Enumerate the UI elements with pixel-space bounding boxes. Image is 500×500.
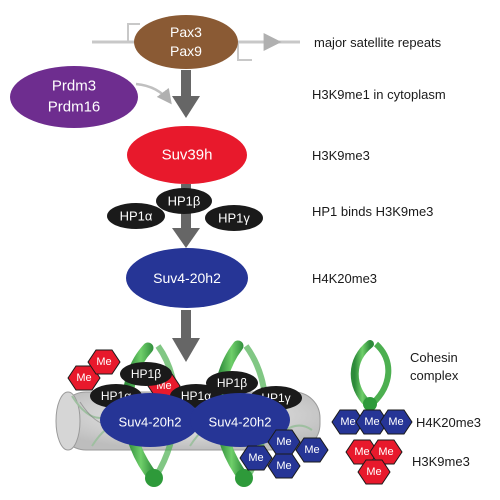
node-label: Me: [248, 452, 263, 464]
pax9-label: Pax9: [170, 43, 202, 59]
me-red-hex: Me: [67, 365, 101, 391]
prdm16-label: Prdm16: [48, 99, 101, 116]
node-label: Me: [388, 416, 403, 428]
h3k9me3-step-label: H3K9me3: [312, 148, 370, 163]
legend-h4k20me3-icon: Me Me Me: [331, 409, 413, 435]
node-label: HP1β: [168, 194, 201, 209]
hp1-beta-scene-right: HP1β: [206, 371, 258, 395]
h4k20me3-step-label: H4K20me3: [312, 271, 377, 286]
node-label: HP1γ: [218, 211, 250, 226]
suv420h2-node: Suv4-20h2: [126, 248, 248, 308]
node-label: HP1α: [181, 389, 211, 403]
node-label: Suv4-20h2: [209, 415, 272, 430]
node-label: Me: [364, 416, 379, 428]
legend-cohesin-icon: [350, 340, 392, 411]
hp1-binds-label: HP1 binds H3K9me3: [312, 204, 433, 219]
me-blue-hex: Me: [267, 453, 301, 479]
major-satellite-label: major satellite repeats: [314, 35, 442, 50]
hp1-beta-node: HP1β: [156, 188, 212, 214]
legend-h4k20me3-label: H4K20me3: [416, 415, 481, 430]
me-red-hex: Me: [87, 349, 121, 375]
node-label: Me: [354, 446, 369, 458]
suv39h-label: Suv39h: [162, 147, 213, 164]
node-label: Me: [276, 460, 291, 472]
node-label: Me: [304, 444, 319, 456]
legend-cohesin-line1: Cohesin: [410, 350, 458, 365]
node-label: Me: [366, 466, 381, 478]
node-label: Suv4-20h2: [119, 415, 182, 430]
hp1-alpha-node: HP1α: [107, 203, 165, 229]
node-label: HP1β: [131, 367, 161, 381]
pax3-pax9-node: Pax3 Pax9: [134, 15, 238, 69]
arrow-pax-to-suv39h: [172, 70, 200, 118]
suv39h-node: Suv39h: [127, 126, 247, 184]
pax3-label: Pax3: [170, 24, 202, 40]
arrow-to-chromatin: [172, 310, 200, 362]
node-label: Me: [96, 356, 111, 368]
prdm3-prdm16-node: Prdm3 Prdm16: [10, 66, 138, 128]
prdm3-label: Prdm3: [52, 78, 96, 95]
node-label: HP1α: [120, 209, 153, 224]
legend-h3k9me3-icon: Me Me Me: [345, 439, 403, 485]
h4k20me3-marks-scene: Me Me Me Me: [239, 429, 329, 479]
node-label: HP1β: [217, 376, 247, 390]
legend: Cohesin complex Me Me Me H4K20me3 Me Me …: [331, 340, 481, 485]
suv420h2-scene-left: Suv4-20h2: [100, 393, 200, 447]
hp1-gamma-node: HP1γ: [205, 205, 263, 231]
legend-cohesin-line2: complex: [410, 368, 459, 383]
node-label: Me: [340, 416, 355, 428]
suv420h2-scene-right: Suv4-20h2: [190, 393, 290, 447]
me-blue-hex: Me: [239, 445, 273, 471]
h3k9me1-label: H3K9me1 in cytoplasm: [312, 87, 446, 102]
node-label: Me: [276, 436, 291, 448]
me-blue-hex: Me: [267, 429, 301, 455]
node-label: Me: [378, 446, 393, 458]
suv420h2-label: Suv4-20h2: [153, 270, 221, 286]
legend-h3k9me3-label: H3K9me3: [412, 454, 470, 469]
node-label: Me: [76, 372, 91, 384]
chromatin-scene: Me Me Me Me HP1α HP1β HP1: [55, 340, 329, 487]
me-blue-hex: Me: [295, 437, 329, 463]
prdm-curved-arrow: [135, 82, 172, 105]
hp1-beta-scene-left: HP1β: [120, 362, 172, 386]
